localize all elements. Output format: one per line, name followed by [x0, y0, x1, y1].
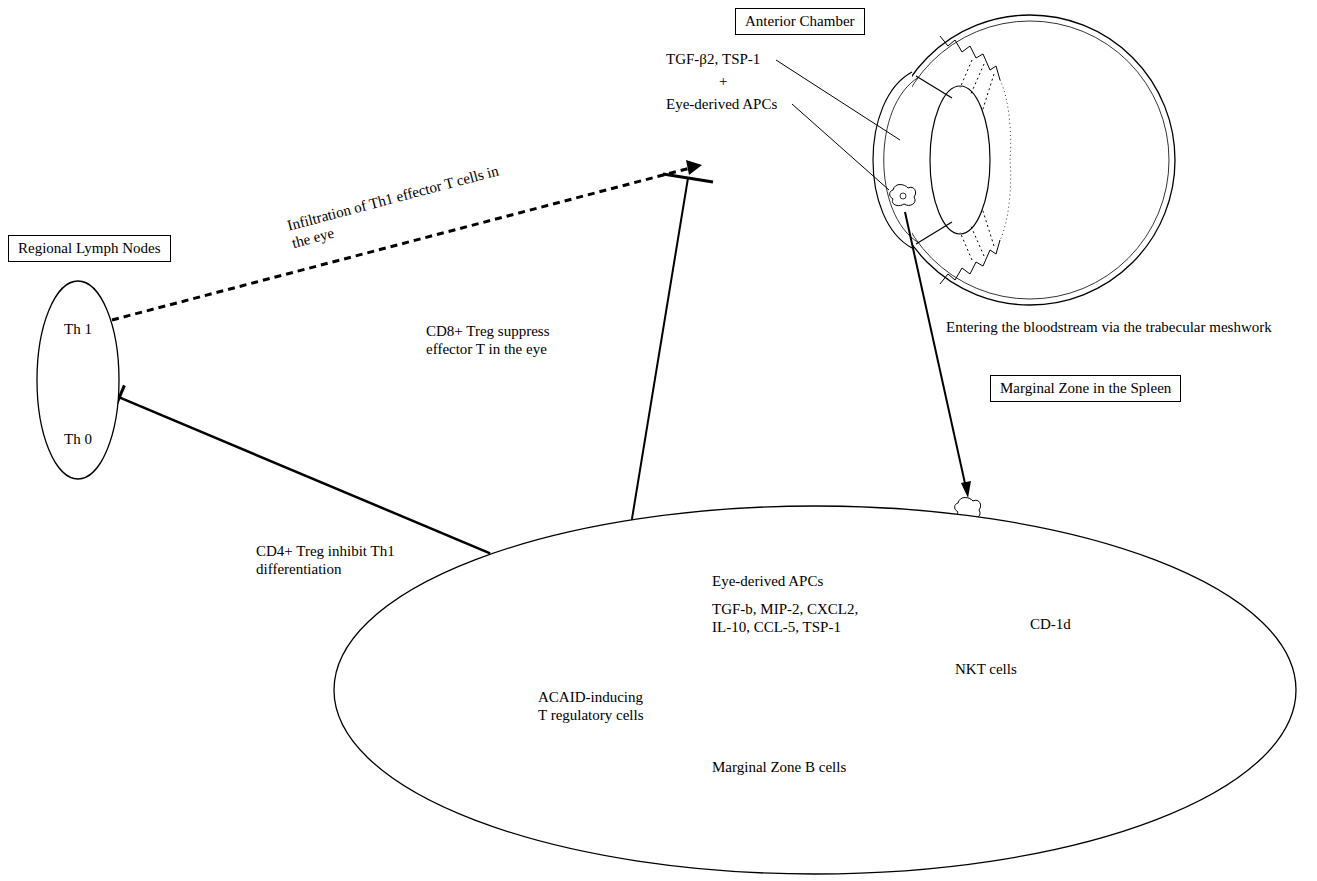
node-text: NKT cells — [955, 660, 1017, 678]
edge-label: CD4+ Treg inhibit Th1 differentiation — [255, 542, 399, 578]
region-title-box: Marginal Zone in the Spleen — [990, 375, 1181, 402]
ellipse-outline — [36, 280, 120, 480]
arrow-label: Infiltration of Th1 effector T cells in … — [284, 158, 519, 253]
inhibition-bar — [663, 174, 713, 182]
annotation-label: TGF-β2, TSP-1 — [665, 50, 761, 68]
region-title-box: Regional Lymph Nodes — [8, 235, 171, 262]
arrow-head — [961, 481, 971, 498]
arrow-label: Entering the bloodstream via the trabecu… — [945, 318, 1273, 336]
region-title-box: Anterior Chamber — [735, 8, 865, 35]
node-text: Anterior Chamber — [745, 12, 855, 31]
ellipse-outline — [333, 505, 1297, 875]
node-text: CD-1d — [1030, 615, 1071, 633]
node-text: Marginal Zone in the Spleen — [1000, 379, 1171, 398]
spleen-ellipse: Eye-derived APCsTGF-b, MIP-2, CXCL2, IL-… — [333, 505, 1297, 875]
node-text: Th 1 — [36, 320, 120, 338]
lymph-node-ellipse: Th 1 Th 0 — [36, 280, 120, 480]
node-text: TGF-b, MIP-2, CXCL2, IL-10, CCL-5, TSP-1 — [712, 600, 877, 636]
annotation-label: Eye-derived APCs — [665, 95, 778, 113]
node-text: Th 0 — [36, 430, 120, 448]
node-text: Eye-derived APCs — [712, 572, 823, 590]
flow-arrow — [905, 212, 966, 488]
node-text: ACAID-inducing T regulatory cells — [538, 688, 652, 724]
ellipse-shape — [334, 506, 1296, 874]
ellipse-shape — [37, 281, 119, 479]
leader-line — [776, 60, 900, 140]
eye-drawing — [873, 15, 1175, 305]
leader-line — [792, 104, 889, 190]
node-text: Marginal Zone B cells — [712, 758, 846, 776]
node-text: Regional Lymph Nodes — [18, 239, 161, 258]
arrow-head — [686, 160, 702, 175]
apc-nucleus — [900, 193, 906, 199]
inhibition-connector — [119, 397, 490, 553]
apc-cell — [890, 185, 916, 206]
annotation-label: + — [718, 72, 728, 90]
arrow-label: CD8+ Treg suppress effector T in the eye — [425, 322, 559, 358]
